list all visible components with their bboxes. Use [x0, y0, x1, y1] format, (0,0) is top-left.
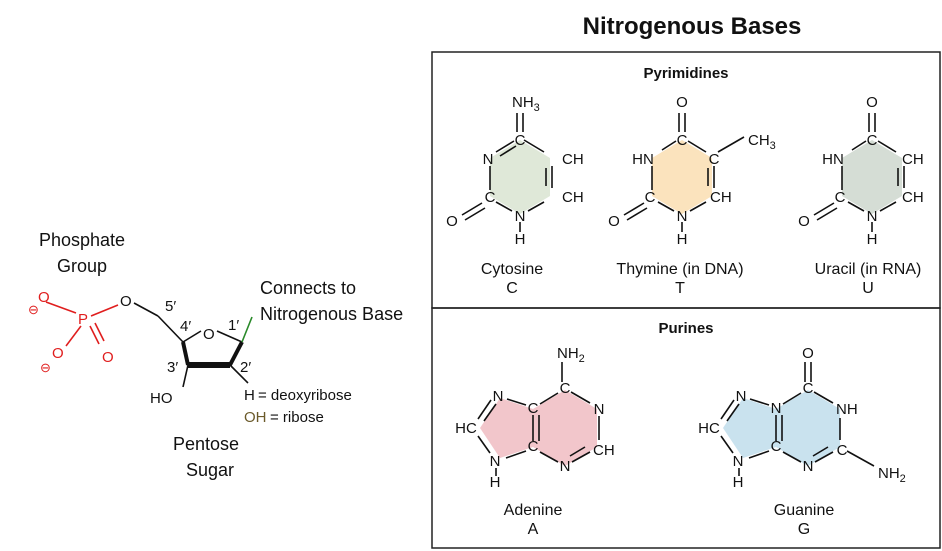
adenine-structure: [477, 362, 600, 476]
thymine-letter: T: [675, 280, 685, 297]
phosphate-o-right-label: O: [102, 349, 114, 366]
uracil-ch6-label: CH: [902, 189, 924, 206]
uracil-c4-label: C: [867, 132, 878, 149]
purines-box: [431, 307, 941, 549]
adenine-c6-label: C: [560, 380, 571, 397]
guanine-nh1-label: NH: [836, 401, 858, 418]
deoxyribose-h: H: [244, 387, 255, 404]
cytosine-n3-label: N: [483, 151, 494, 168]
cytosine-c2-label: C: [485, 189, 496, 206]
thymine-name: Thymine (in DNA): [616, 261, 743, 278]
thymine-ch3-label: CH3: [748, 132, 776, 152]
minus-icon-bottom: ⊖: [40, 360, 51, 375]
adenine-c5-label: C: [528, 400, 539, 417]
ribose-label: = ribose: [270, 409, 324, 426]
adenine-nh2-label: NH2: [557, 345, 585, 365]
cytosine-structure: [461, 113, 553, 232]
phosphate-p-label: P: [78, 311, 88, 328]
guanine-n7-label: N: [736, 388, 747, 405]
c1-label: 1′: [228, 317, 239, 334]
adenine-n1-label: N: [594, 401, 605, 418]
adenine-h-label: H: [490, 474, 501, 491]
thymine-c4-label: C: [677, 132, 688, 149]
guanine-c4-label: C: [771, 438, 782, 455]
guanine-n9-label: N: [733, 453, 744, 470]
guanine-hc8-label: HC: [698, 420, 720, 437]
phosphate-label-line2: Group: [57, 256, 107, 276]
adenine-n7-label: N: [493, 388, 504, 405]
thymine-o4-label: O: [676, 94, 688, 111]
thymine-c5-label: C: [709, 151, 720, 168]
cytosine-n1-label: N: [515, 208, 526, 225]
cytosine-h-label: H: [515, 231, 526, 248]
uracil-letter: U: [862, 280, 874, 297]
pentose-sugar-ring: [157, 315, 253, 388]
thymine-h-label: H: [677, 231, 688, 248]
adenine-letter: A: [528, 521, 539, 538]
uracil-h-label: H: [867, 231, 878, 248]
cytosine-nh3-label: NH3: [512, 94, 540, 114]
guanine-name: Guanine: [774, 502, 835, 519]
uracil-c2-label: C: [835, 189, 846, 206]
adenine-hc8-label: HC: [455, 420, 477, 437]
guanine-c2-label: C: [837, 442, 848, 459]
ribose-oh: OH: [244, 409, 267, 426]
adenine-ch2-label: CH: [593, 442, 615, 459]
c4-label: 4′: [180, 318, 191, 335]
guanine-c6-label: C: [803, 380, 814, 397]
guanine-letter: G: [798, 521, 810, 538]
thymine-hn3-label: HN: [632, 151, 654, 168]
diagram-title: Nitrogenous Bases: [583, 13, 802, 40]
c3-label: 3′: [167, 359, 178, 376]
purines-heading: Purines: [658, 320, 713, 337]
guanine-structure: [720, 362, 875, 476]
cytosine-letter: C: [506, 280, 518, 297]
sugar-label-line1: Pentose: [173, 434, 239, 454]
guanine-h-label: H: [733, 474, 744, 491]
uracil-o2-label: O: [798, 213, 810, 230]
thymine-n1-label: N: [677, 208, 688, 225]
cytosine-ch5-label: CH: [562, 151, 584, 168]
adenine-name: Adenine: [504, 502, 563, 519]
ring-o-label: O: [203, 326, 215, 343]
cytosine-ch6-label: CH: [562, 189, 584, 206]
adenine-n3-label: N: [560, 458, 571, 475]
phosphate-o-top-label: O: [38, 289, 50, 306]
adenine-n9-label: N: [490, 453, 501, 470]
phosphate-group: [45, 301, 159, 347]
sugar-label-line2: Sugar: [186, 460, 234, 480]
c5-label: 5′: [165, 298, 176, 315]
deoxyribose-label: = deoxyribose: [258, 387, 352, 404]
uracil-hn3-label: HN: [822, 151, 844, 168]
adenine-c4-label: C: [528, 438, 539, 455]
thymine-structure: [623, 113, 745, 232]
guanine-c5-label: N: [771, 400, 782, 417]
guanine-nh2-label: NH2: [878, 465, 906, 485]
uracil-n1-label: N: [867, 208, 878, 225]
uracil-ch5-label: CH: [902, 151, 924, 168]
cytosine-c4-label: C: [515, 132, 526, 149]
minus-icon-top: ⊖: [28, 302, 39, 317]
phosphate-label-line1: Phosphate: [39, 230, 125, 250]
thymine-c2-label: C: [645, 189, 656, 206]
thymine-o2-label: O: [608, 213, 620, 230]
uracil-o4-label: O: [866, 94, 878, 111]
phosphate-o-bottom-label: O: [52, 345, 64, 362]
ester-o-label: O: [120, 293, 132, 310]
pyrimidines-heading: Pyrimidines: [643, 65, 728, 82]
guanine-n3-label: N: [803, 458, 814, 475]
c2-label: 2′: [240, 359, 251, 376]
ho-label: HO: [150, 390, 173, 407]
cytosine-name: Cytosine: [481, 261, 543, 278]
connects-label-line2: Nitrogenous Base: [260, 304, 403, 324]
uracil-name: Uracil (in RNA): [815, 261, 922, 278]
connects-label-line1: Connects to: [260, 278, 356, 298]
thymine-ch6-label: CH: [710, 189, 732, 206]
guanine-o6-label: O: [802, 345, 814, 362]
cytosine-o-label: O: [446, 213, 458, 230]
uracil-structure: [813, 113, 905, 232]
